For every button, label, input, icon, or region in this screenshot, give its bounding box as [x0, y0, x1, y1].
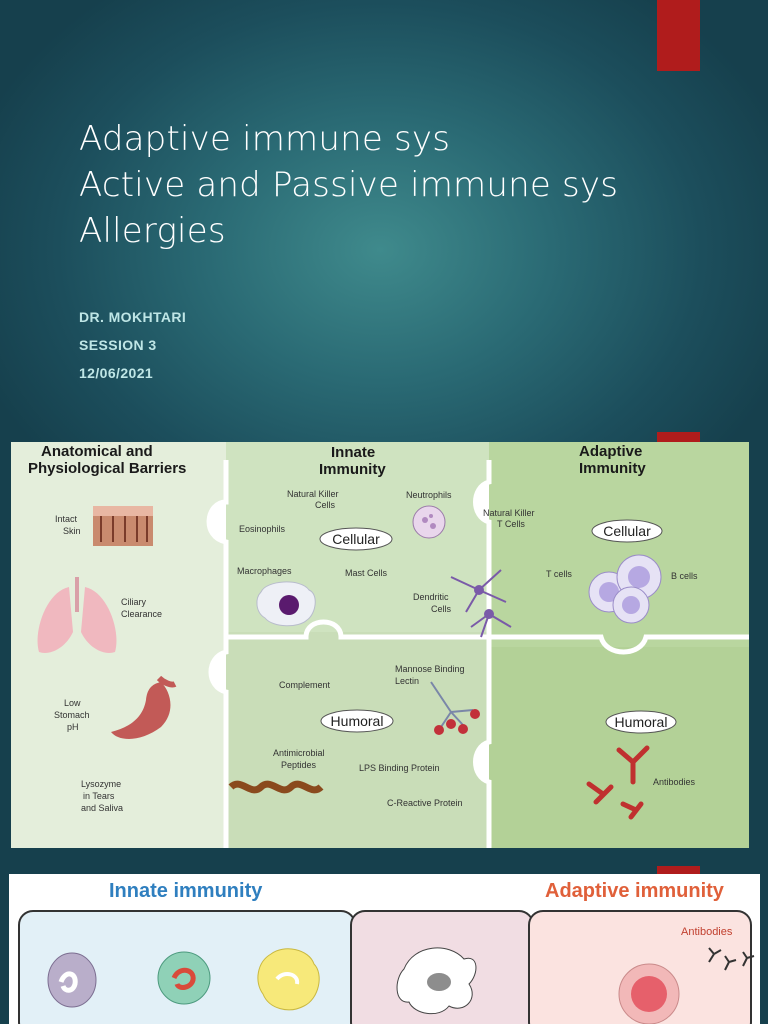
header-innate-1: Innate — [331, 444, 375, 461]
header-innate-2: Immunity — [319, 461, 386, 478]
header-barriers-1: Anatomical and — [41, 443, 153, 460]
label-ph: pH — [67, 722, 79, 732]
lymphocyte-bottom-icon — [618, 963, 680, 1024]
innate-humoral-badge — [320, 709, 394, 733]
label-lps: LPS Binding Protein — [359, 763, 440, 773]
antibody-bottom-icon — [708, 947, 755, 971]
seam-left — [206, 460, 229, 848]
label-nkt-cells: T Cells — [497, 519, 525, 529]
neutrophil-icon — [412, 505, 446, 539]
title-line-2: Active and Passive immune sys — [79, 165, 619, 205]
label-innate-humoral: Humoral — [331, 713, 384, 729]
granulocyte-icon — [47, 952, 97, 1008]
puzzle-svg: Anatomical and Physiological Barriers In… — [11, 442, 749, 848]
label-eosinophils: Eosinophils — [239, 524, 286, 534]
label-mast: Mast Cells — [345, 568, 388, 578]
innate-humoral-piece — [226, 632, 489, 848]
label-lectin: Lectin — [395, 676, 419, 686]
dendritic-bottom-icon — [396, 947, 477, 1015]
label-adaptive-humoral: Humoral — [615, 714, 668, 730]
lectin-icon — [430, 681, 480, 735]
label-clearance: Clearance — [121, 609, 162, 619]
stomach-icon — [111, 675, 177, 739]
label-innate-cellular: Cellular — [332, 531, 380, 547]
label-complement: Complement — [279, 680, 331, 690]
adaptive-humoral-badge — [605, 710, 677, 734]
adaptive-cellular-badge — [591, 519, 663, 543]
header-barriers-2: Physiological Barriers — [28, 460, 186, 477]
label-saliva: and Saliva — [81, 803, 123, 813]
title-line-3: Allergies — [79, 211, 226, 251]
label-nk-cells: Cells — [315, 500, 336, 510]
label-dendritic: Dendritic — [413, 592, 449, 602]
header-adaptive-1: Adaptive — [579, 443, 642, 460]
title-line-1: Adaptive immune sys — [79, 119, 451, 159]
immunity-puzzle-figure: Anatomical and Physiological Barriers In… — [11, 442, 749, 848]
innate-immunity-title: Innate immunity — [109, 880, 263, 902]
label-bottom-antibodies: Antibodies — [681, 926, 733, 938]
dendritic-cell-icon — [450, 569, 512, 638]
label-peptides: Peptides — [281, 760, 317, 770]
label-nk: Natural Killer — [287, 489, 339, 499]
label-neutrophils: Neutrophils — [406, 490, 452, 500]
comparison-svg: Antibodies — [18, 910, 755, 1024]
slide-title: Adaptive immune sys Active and Passive i… — [79, 116, 719, 254]
seam-right — [473, 460, 492, 848]
label-tears: in Tears — [83, 791, 115, 801]
accent-tab-top — [657, 0, 700, 71]
skin-icon — [93, 506, 153, 546]
label-macrophages: Macrophages — [237, 566, 292, 576]
immunity-comparison-figure: Innate immunity Adaptive immunity Antibo… — [9, 874, 760, 1024]
seam-horizontal — [226, 619, 749, 655]
innate-cellular-badge — [319, 527, 393, 551]
macrophage-icon — [256, 581, 316, 627]
adaptive-cellular-piece — [489, 442, 749, 647]
peptide-icon — [228, 780, 324, 794]
label-intact: Intact — [55, 514, 78, 524]
antibodies-icon — [586, 745, 650, 820]
neutrophil-bottom-icon — [157, 951, 211, 1005]
label-crp: C-Reactive Protein — [387, 798, 463, 808]
mast-cell-icon — [257, 948, 320, 1011]
accent-tab-bottom — [657, 866, 700, 876]
label-antibodies: Antibodies — [653, 777, 696, 787]
lymphocyte-cluster-icon — [588, 554, 662, 624]
accent-tab-middle — [657, 432, 700, 444]
author-name: DR. MOKHTARI — [79, 309, 187, 325]
adaptive-immunity-title: Adaptive immunity — [545, 880, 724, 902]
label-tcells: T cells — [546, 569, 572, 579]
label-antimicrobial: Antimicrobial — [273, 748, 325, 758]
header-adaptive-2: Immunity — [579, 460, 646, 477]
label-bcells: B cells — [671, 571, 698, 581]
label-low: Low — [64, 698, 81, 708]
label-lysozyme: Lysozyme — [81, 779, 121, 789]
lungs-icon — [37, 577, 117, 653]
label-skin: Skin — [63, 526, 81, 536]
slide-subtitle: DR. MOKHTARI SESSION 3 12/06/2021 — [79, 303, 186, 387]
label-dendritic-cells: Cells — [431, 604, 452, 614]
label-adaptive-cellular: Cellular — [603, 523, 651, 539]
label-ciliary: Ciliary — [121, 597, 147, 607]
label-nkt: Natural Killer — [483, 508, 535, 518]
label-stomach: Stomach — [54, 710, 90, 720]
session-date: 12/06/2021 — [79, 365, 154, 381]
barriers-piece — [11, 442, 226, 848]
session-label: SESSION 3 — [79, 337, 157, 353]
label-mannose: Mannose Binding — [395, 664, 465, 674]
